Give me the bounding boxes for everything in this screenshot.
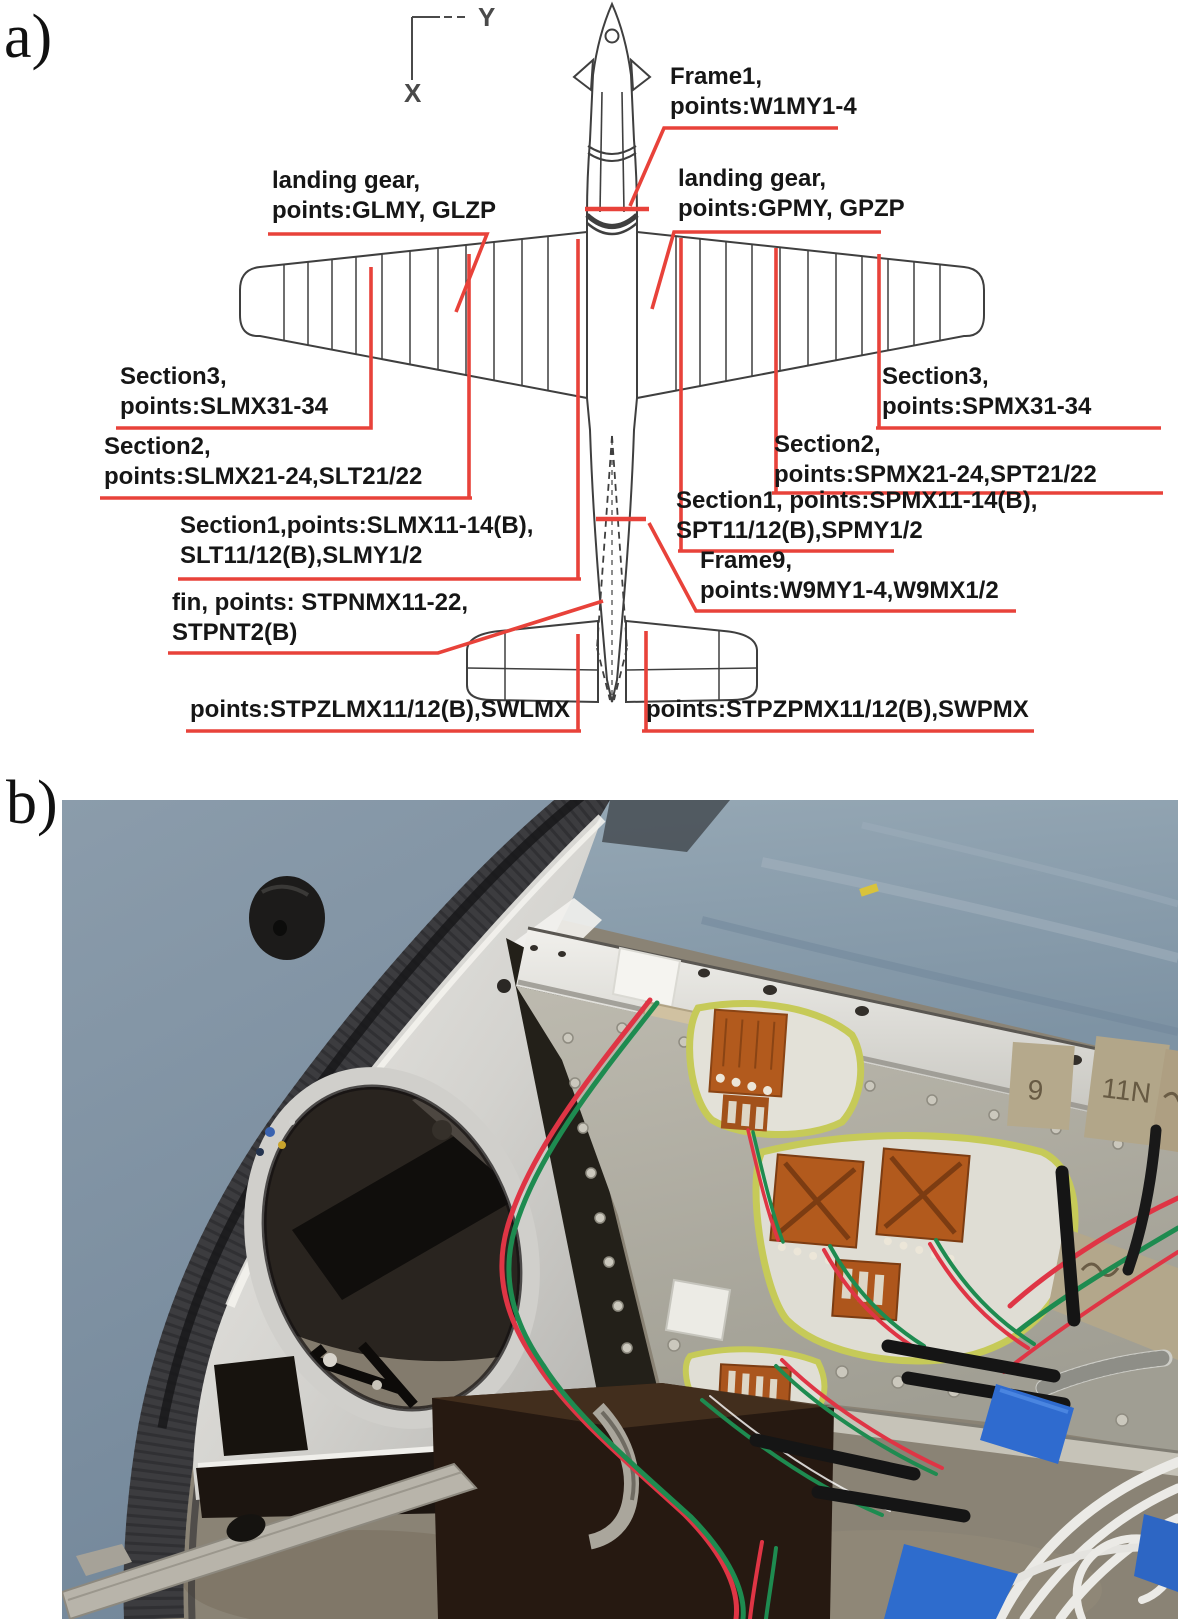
stabilizer-details	[466, 631, 758, 700]
panel-notch	[214, 1356, 308, 1456]
strain-gauge	[708, 1008, 788, 1098]
wing-top-skin	[554, 800, 1178, 1065]
right-stabilizer	[625, 619, 758, 704]
label-section3-right: Section3, points:SPMX31-34	[882, 363, 1092, 420]
fuselage	[586, 1, 638, 703]
panel-b-tag: b)	[6, 769, 58, 837]
yellow-paint-fleck	[859, 883, 879, 897]
annotation-leader-lines	[100, 126, 1163, 733]
shadow-gap	[506, 938, 670, 1456]
masking-tape	[1007, 1041, 1075, 1131]
masking-tape	[1150, 1048, 1178, 1159]
tape-label-text: 9	[1027, 1074, 1045, 1106]
masking-tape	[1083, 1035, 1170, 1147]
fuselage-skin	[62, 800, 610, 1619]
wheel-well-panel	[193, 814, 622, 1500]
label-fin: fin, points: STPNMX11-22, STPNT2(B)	[172, 589, 469, 646]
label-section1-right: Section1, points:SPMX11-14(B), SPT11/12(…	[676, 487, 1038, 544]
left-stabilizer	[466, 619, 599, 704]
right-wing	[636, 230, 985, 400]
blue-tape-flags	[884, 1384, 1178, 1619]
label-landing-gear-left: landing gear, points:GLMY, GLZP	[272, 167, 496, 224]
label-section1-left: Section1,points:SLMX11-14(B), SLT11/12(B…	[180, 512, 534, 569]
aircraft-measurement-diagram: X Y	[100, 1, 1163, 733]
strain-gauge-installation-photo: 9 11N	[60, 760, 1178, 1619]
strain-gauge-patch-middle	[752, 1132, 1079, 1365]
label-section2-left: Section2, points:SLMX21-24,SLT21/22	[104, 433, 423, 490]
xy-axis-icon	[411, 16, 470, 80]
label-frame9: Frame9, points:W9MY1-4,W9MX1/2	[700, 547, 999, 604]
label-frame1: Frame1, points:W1MY1-4	[670, 63, 857, 120]
label-landing-gear-right: landing gear, points:GPMY, GPZP	[678, 165, 905, 222]
wing-ribs	[283, 236, 941, 391]
rod-hole	[226, 1514, 266, 1542]
strain-gauge-patch-upper	[686, 1000, 865, 1138]
photo-canvas: 9 11N	[60, 760, 1178, 1619]
label-section2-right: Section2, points:SPMX21-24,SPT21/22	[774, 431, 1097, 488]
nose-fin-right	[629, 57, 652, 92]
label-section3-left: Section3, points:SLMX31-34	[120, 363, 329, 420]
paint-chips	[256, 1119, 295, 1156]
heat-shrink-sleeves	[749, 1165, 1081, 1523]
masking-tape-labels: 9 11N	[664, 1035, 1178, 1360]
aircraft-outline	[239, 1, 985, 704]
nose-fin-left	[572, 57, 595, 92]
axis-y-label: Y	[478, 2, 495, 32]
axis-x-label: X	[404, 78, 422, 108]
panel-hole-small	[497, 979, 511, 993]
label-stabilizer-right: points:STPZPMX11/12(B),SWPMX	[646, 696, 1029, 723]
fin-dashed-outline	[596, 435, 628, 701]
support-rod	[60, 1402, 640, 1619]
fuselage-details	[585, 91, 639, 236]
nose-intake	[604, 28, 620, 44]
panel-a-tag: a)	[4, 3, 53, 71]
white-cable-clip	[664, 1278, 732, 1342]
left-wing	[239, 230, 588, 400]
rubber-plug	[249, 876, 325, 960]
tape-label-text: 11N	[1100, 1072, 1153, 1109]
label-stabilizer-left: points:STPZLMX11/12(B),SWLMX	[190, 696, 571, 723]
